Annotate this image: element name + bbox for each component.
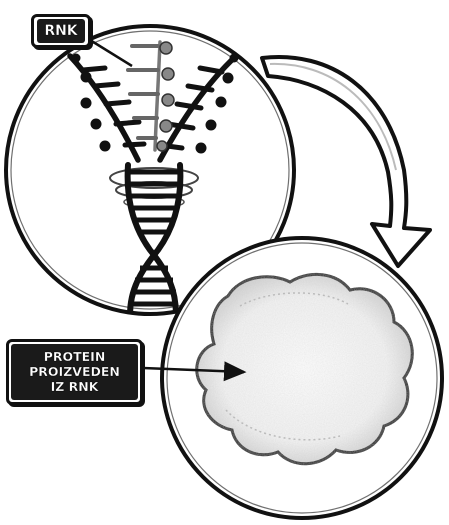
protein-label-line-3: IZ RNK	[11, 379, 138, 394]
rnk-label-text: RNK	[37, 19, 84, 43]
protein-label-text: PROTEIN PROIZVEDEN IZ RNK	[11, 344, 138, 400]
protein-label: PROTEIN PROIZVEDEN IZ RNK	[6, 339, 143, 405]
protein-label-line-1: PROTEIN	[11, 349, 138, 364]
protein-label-line-2: PROIZVEDEN	[11, 364, 138, 379]
rnk-label: RNK	[31, 14, 91, 48]
protein-circle	[162, 238, 442, 518]
